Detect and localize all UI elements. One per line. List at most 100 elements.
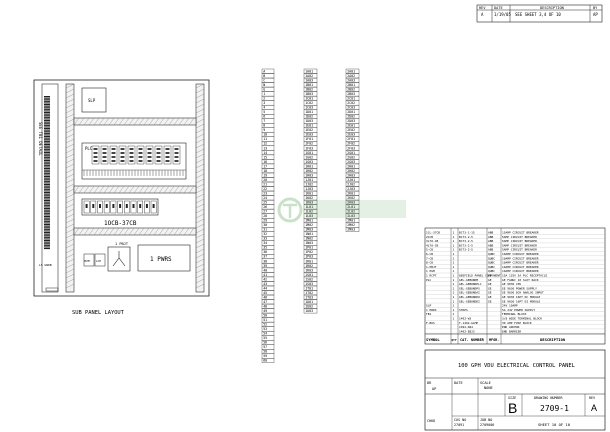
- tb1-terminal: [44, 219, 50, 221]
- terminal-number: 52: [263, 323, 267, 327]
- tb1-terminal-strip: [44, 96, 50, 250]
- tb1-terminal: [44, 180, 50, 182]
- plc-rack: [81, 142, 187, 180]
- duct-hatch-line: [65, 93, 75, 99]
- duct-hatch-line: [168, 227, 175, 236]
- duct-hatch-line: [65, 113, 75, 119]
- tb1-terminal: [44, 220, 50, 222]
- terminal-number: 10: [263, 133, 267, 137]
- duct-hatch-line: [93, 185, 100, 194]
- terminal-number: 44: [263, 286, 267, 290]
- breaker-handle: [119, 204, 122, 208]
- duct-hatch-line: [195, 118, 205, 124]
- tb1-terminal: [44, 228, 50, 230]
- circuit-breaker: [110, 200, 117, 214]
- terminal-number: 2L01: [347, 205, 355, 209]
- duct-hatch-line: [128, 117, 135, 126]
- terminal-number: 1K01: [305, 191, 313, 195]
- dr-value: AP: [432, 387, 436, 391]
- tb1-terminal: [44, 169, 50, 171]
- terminal-number: 2H02: [347, 169, 355, 173]
- breaker-handle: [85, 204, 88, 208]
- duct-hatch-line: [158, 227, 165, 236]
- duct-hatch-line: [138, 227, 145, 236]
- rev-cell-description: SEE SHEET 3,4 OF 10: [515, 12, 561, 17]
- duct-hatch-line: [98, 185, 105, 194]
- tb1-terminal: [44, 211, 50, 213]
- duct-hatch-line: [65, 183, 75, 189]
- rev-value: A: [591, 403, 597, 413]
- rev-cell-rev: A: [481, 12, 484, 17]
- tb1-terminal: [44, 188, 50, 190]
- duct-hatch-line: [195, 228, 205, 234]
- duct-hatch-line: [195, 178, 205, 184]
- terminal-number: 1E01: [305, 124, 313, 128]
- tb1-terminal: [44, 158, 50, 160]
- duct-hatch-line: [65, 228, 75, 234]
- tb1-terminal: [44, 150, 50, 152]
- sheet-number: SHEET 10 OF 10: [538, 422, 571, 427]
- bom-cell: 15AMP CIRCUIT BREAKER: [502, 231, 539, 235]
- duct-hatch-line: [113, 227, 120, 236]
- tb1-terminal: [44, 132, 50, 134]
- terminal-number: 1N02: [305, 237, 313, 241]
- bom-header-symbol: SYMBOL: [426, 337, 440, 342]
- bom-cell: ABB: [488, 243, 493, 247]
- power-supply-box: [137, 244, 191, 272]
- duct-hatch-line: [138, 117, 145, 126]
- plc-module-led: [174, 152, 179, 154]
- plc-module-led: [165, 156, 170, 158]
- bom-cell: 2CCB: [426, 235, 433, 239]
- duct-hatch-line: [163, 227, 170, 236]
- terminal-number: 1G03: [305, 160, 313, 164]
- terminal-number: 8: [263, 124, 265, 128]
- terminal-cell: [345, 227, 360, 232]
- duct-hatch-line: [65, 163, 75, 169]
- terminal-number: 15: [263, 155, 267, 159]
- right-wire-duct: [195, 83, 205, 293]
- bom-cell: 5AMP CIRCUIT BREAKER: [502, 239, 537, 243]
- lce-module: [94, 253, 106, 267]
- duct-hatch-line: [158, 185, 165, 194]
- terminal-number: 3: [263, 101, 265, 105]
- duct-hatch-line: [183, 227, 190, 236]
- terminal-number: 2D01: [347, 110, 355, 114]
- terminal-number: 1T01: [305, 286, 313, 290]
- breaker-handle: [145, 204, 148, 208]
- bom-cell: 1-PBJT: [426, 265, 437, 269]
- terminal-number: 45: [263, 291, 267, 295]
- terminal-number: 2B01: [347, 83, 355, 87]
- date-label: DATE: [454, 381, 463, 385]
- tb1-terminal: [44, 171, 50, 173]
- duct-hatch-line: [65, 278, 75, 284]
- disconnect-symbol: [112, 251, 126, 267]
- bom-cell: GE: [488, 282, 492, 286]
- bom-cell: GEL-GEBUNDPLC: [459, 282, 482, 286]
- plc-io-module: [127, 145, 136, 165]
- duct-hatch-line: [178, 185, 185, 194]
- bom-cell: 6-CB: [426, 252, 433, 256]
- bom-cell: BC73-2-5: [459, 235, 473, 239]
- tb1-terminal: [44, 243, 50, 245]
- tb1-terminal: [44, 192, 50, 194]
- duct-hatch-line: [65, 238, 75, 244]
- duct-hatch-line: [195, 168, 205, 174]
- plc-module-led: [102, 152, 107, 154]
- terminal-number: 55: [263, 336, 267, 340]
- tb1-terminal: [44, 152, 50, 154]
- terminal-number: 2D02: [347, 115, 355, 119]
- terminal-number: 2H01: [347, 164, 355, 168]
- duct-hatch-line: [65, 178, 75, 184]
- terminal-number: 2A02: [347, 74, 355, 78]
- duct-hatch-line: [133, 185, 140, 194]
- bom-cell: 1: [453, 235, 455, 239]
- duct-hatch-line: [195, 88, 205, 94]
- terminal-number: 1M03: [305, 228, 313, 232]
- terminal-number: 58: [263, 350, 267, 354]
- tb1-terminal: [44, 142, 50, 144]
- tb1-terminal: [44, 148, 50, 150]
- terminal-number: 2M02: [347, 223, 355, 227]
- terminal-number: 17: [263, 164, 267, 168]
- terminal-number: B: [263, 74, 265, 78]
